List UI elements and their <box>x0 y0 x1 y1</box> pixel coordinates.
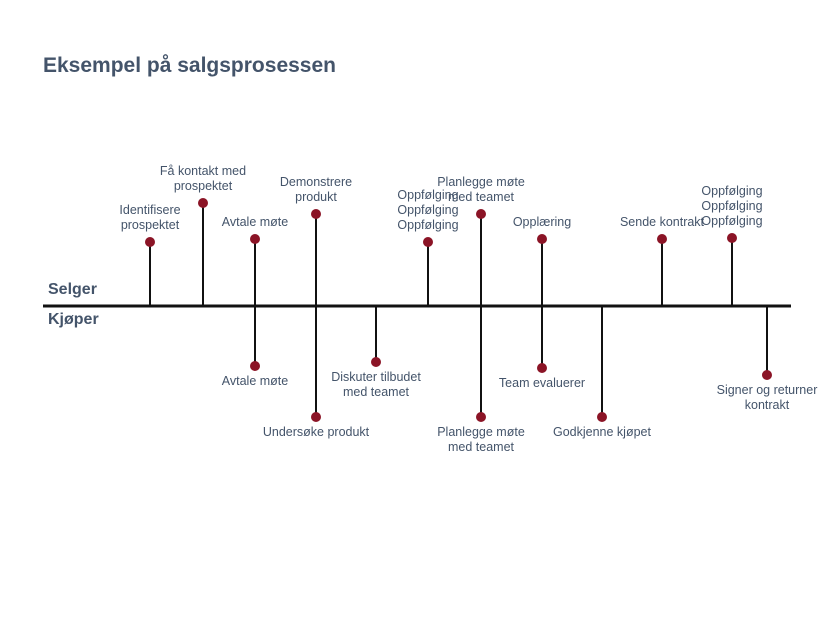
buyer-label: Kjøper <box>48 311 99 328</box>
event-marker <box>762 370 772 380</box>
event-marker <box>198 198 208 208</box>
seller-event-label: Opplæring <box>512 215 572 229</box>
event-marker <box>250 361 260 371</box>
buyer-event-label: Team evaluerer <box>498 376 586 390</box>
buyer-event-label: Godkjenne kjøpet <box>553 425 651 439</box>
event-marker <box>371 357 381 367</box>
event-marker <box>311 209 321 219</box>
event-marker <box>423 237 433 247</box>
event-marker <box>537 363 547 373</box>
seller-event-label: Planlegge møte med teamet <box>437 175 525 204</box>
event-marker <box>311 412 321 422</box>
page-title: Eksempel på salgsprosessen <box>43 54 336 77</box>
seller-event-label: Identifisere prospektet <box>119 203 181 232</box>
seller-event-label: Sende kontrakt <box>619 215 705 229</box>
event-marker <box>727 233 737 243</box>
event-marker <box>537 234 547 244</box>
seller-event-label: Oppfølging Oppfølging Oppfølging <box>397 188 459 232</box>
buyer-event-label: Diskuter tilbudet med teamet <box>331 370 421 399</box>
seller-label: Selger <box>48 281 97 298</box>
event-marker <box>476 412 486 422</box>
seller-event-label: Oppfølging Oppfølging Oppfølging <box>701 184 763 228</box>
buyer-event-label: Avtale møte <box>221 374 289 388</box>
buyer-event-label: Signer og returner kontrakt <box>716 383 818 412</box>
event-marker <box>597 412 607 422</box>
timeline-stems <box>145 198 772 422</box>
seller-event-label: Få kontakt med prospektet <box>159 164 247 193</box>
event-marker <box>476 209 486 219</box>
event-marker <box>657 234 667 244</box>
buyer-event-label: Undersøke produkt <box>262 425 370 439</box>
seller-event-label: Avtale møte <box>221 215 289 229</box>
seller-event-label: Demonstrere produkt <box>279 175 353 204</box>
event-marker <box>250 234 260 244</box>
buyer-event-label: Planlegge møte med teamet <box>437 425 525 454</box>
event-marker <box>145 237 155 247</box>
